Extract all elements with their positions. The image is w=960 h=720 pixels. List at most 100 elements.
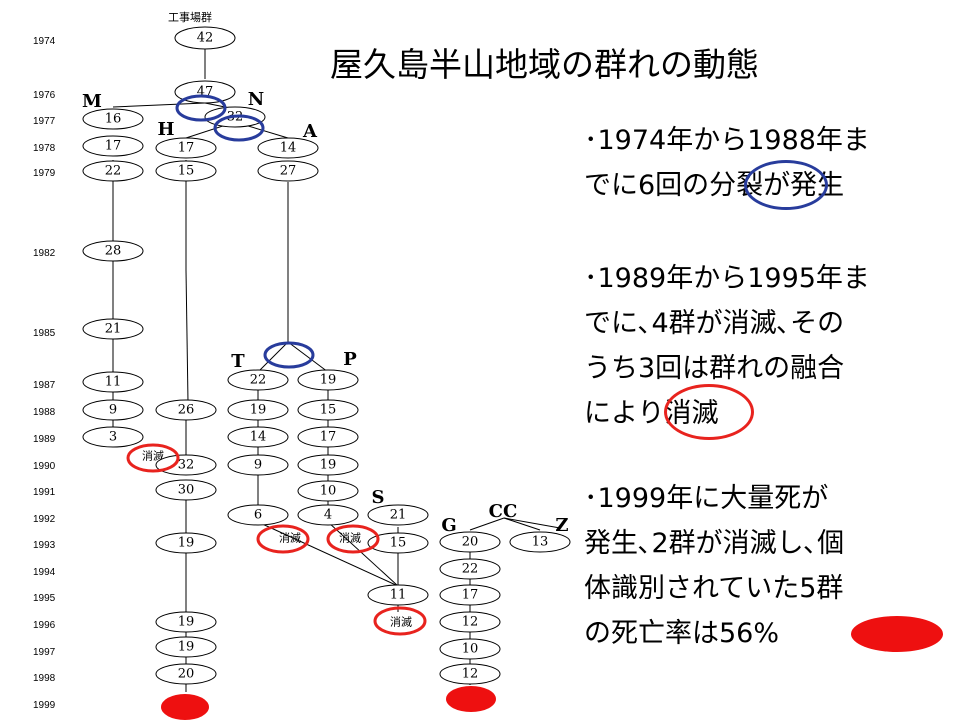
fission-marker — [213, 114, 265, 142]
troop-node: 27 — [257, 160, 319, 182]
mass-death-legend-blob — [851, 616, 943, 652]
group-label-s: S — [372, 487, 385, 508]
troop-node: 21 — [82, 318, 144, 340]
troop-node: 26 — [155, 399, 217, 421]
bullet-line: ･1974年から1988年ま — [584, 125, 870, 156]
troop-node: 21 — [367, 504, 429, 526]
year-label: 1979 — [33, 168, 56, 179]
troop-node: 14 — [257, 137, 319, 159]
group-label-m: M — [82, 91, 102, 112]
troop-node: 20 — [155, 663, 217, 685]
svg-text:27: 27 — [280, 164, 297, 179]
bullet-line: うち3回は群れの融合 — [584, 353, 845, 384]
svg-text:19: 19 — [178, 615, 195, 630]
troop-node: 15 — [155, 160, 217, 182]
troop-node: 17 — [439, 584, 501, 606]
bullet-line: の死亡率は56% — [584, 618, 780, 649]
troop-node: 16 — [82, 108, 144, 130]
svg-text:22: 22 — [462, 562, 479, 577]
lineage-lines — [112, 49, 561, 692]
year-label: 1999 — [33, 700, 56, 711]
year-label: 1988 — [33, 407, 56, 418]
svg-text:17: 17 — [178, 141, 195, 156]
bullet-line: ･1999年に大量死が — [584, 483, 829, 514]
troop-node: 22 — [82, 160, 144, 182]
year-label: 1978 — [33, 143, 56, 154]
bullet-line: ･1989年から1995年ま — [584, 263, 870, 294]
year-label: 1997 — [33, 647, 56, 658]
troop-node: 9 — [82, 399, 144, 421]
extinction-highlight-ring — [664, 384, 754, 440]
troop-node: 17 — [297, 426, 359, 448]
svg-text:10: 10 — [462, 642, 479, 657]
fission-marker — [263, 341, 315, 369]
svg-text:17: 17 — [105, 139, 122, 154]
year-label: 1977 — [33, 116, 56, 127]
bullet-line: 体識別されていた5群 — [584, 573, 844, 604]
bullet-extinction: ･1989年から1995年ま でに､4群が消滅､その うち3回は群れの融合 によ… — [584, 256, 956, 436]
svg-text:21: 21 — [390, 508, 407, 523]
svg-text:4: 4 — [324, 508, 332, 523]
svg-text:11: 11 — [105, 375, 122, 390]
slide-title: 屋久島半山地域の群れの動態 — [330, 45, 759, 84]
troop-node: 9 — [227, 454, 289, 476]
bullet-line: 発生､2群が消滅し､個 — [584, 528, 845, 559]
svg-text:19: 19 — [250, 403, 267, 418]
extinction-marker — [326, 524, 380, 554]
svg-text:19: 19 — [178, 536, 195, 551]
svg-text:12: 12 — [462, 667, 479, 682]
year-label: 1985 — [33, 328, 56, 339]
extinct-label: 消滅 — [390, 615, 412, 629]
svg-text:15: 15 — [178, 164, 195, 179]
year-label: 1995 — [33, 593, 56, 604]
troop-node: 19 — [155, 636, 217, 658]
year-label: 1991 — [33, 487, 56, 498]
svg-text:12: 12 — [462, 615, 479, 630]
group-label-t: T — [231, 351, 245, 372]
troop-node: 22 — [227, 369, 289, 391]
year-label: 1998 — [33, 673, 56, 684]
year-label: 1976 — [33, 90, 56, 101]
troop-node: 15 — [367, 532, 429, 554]
svg-text:22: 22 — [250, 373, 267, 388]
extinction-marker — [373, 606, 427, 636]
extinct-label: 消滅 — [339, 531, 361, 545]
svg-text:42: 42 — [197, 31, 214, 46]
year-label: 1982 — [33, 248, 56, 259]
svg-text:16: 16 — [105, 112, 122, 127]
extinction-marker — [126, 443, 180, 473]
svg-text:14: 14 — [280, 141, 297, 156]
year-label: 1993 — [33, 540, 56, 551]
group-label-h: H — [157, 119, 174, 140]
svg-text:19: 19 — [320, 458, 337, 473]
svg-text:3: 3 — [109, 430, 117, 445]
troop-node: 12 — [439, 611, 501, 633]
svg-text:19: 19 — [178, 640, 195, 655]
svg-text:17: 17 — [462, 588, 479, 603]
year-label: 1994 — [33, 567, 56, 578]
troop-node: 11 — [82, 371, 144, 393]
svg-text:20: 20 — [462, 535, 479, 550]
troop-node: 19 — [155, 532, 217, 554]
year-axis: 1974 1976 1977 1978 1979 1982 1985 1987 … — [33, 36, 56, 711]
svg-text:15: 15 — [390, 536, 407, 551]
troop-node: 22 — [439, 558, 501, 580]
troop-node: 10 — [439, 638, 501, 660]
troop-node: 14 — [227, 426, 289, 448]
svg-text:30: 30 — [178, 483, 195, 498]
svg-text:9: 9 — [254, 458, 262, 473]
troop-node: 11 — [367, 584, 429, 606]
troop-node: 30 — [155, 479, 217, 501]
year-label: 1987 — [33, 380, 56, 391]
group-label-g: G — [441, 515, 456, 536]
svg-text:13: 13 — [532, 535, 549, 550]
troop-node: 42 — [174, 26, 236, 50]
troop-node: 12 — [439, 663, 501, 685]
svg-text:22: 22 — [105, 164, 122, 179]
group-label-z: Z — [555, 515, 568, 536]
troop-node: 20 — [439, 531, 501, 553]
group-label-n: N — [248, 89, 264, 110]
troop-node: 3 — [82, 426, 144, 448]
bullet-line: により消滅 — [584, 398, 719, 429]
